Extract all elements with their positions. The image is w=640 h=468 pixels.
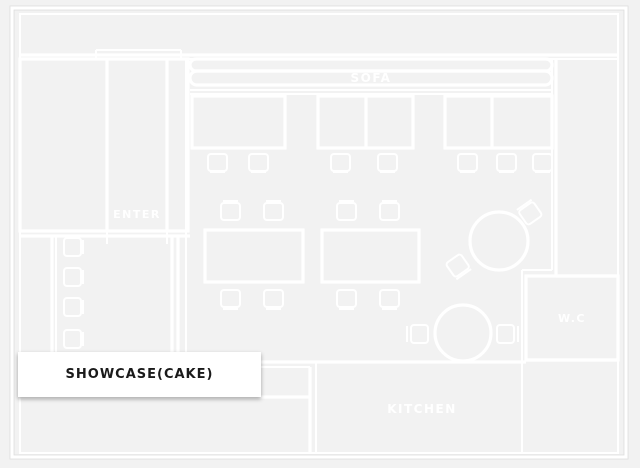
chair — [63, 267, 84, 287]
tables — [190, 94, 554, 363]
sofa-label: SOFA — [351, 71, 392, 85]
vestibule-center — [105, 57, 169, 233]
sofa-seat — [188, 69, 554, 87]
outer-wall — [10, 6, 628, 459]
inner-outer-wall — [19, 13, 619, 454]
chair — [379, 200, 400, 221]
chair — [220, 200, 241, 221]
kitchen-label: KITCHEN — [387, 402, 457, 416]
sofa-table — [364, 94, 415, 150]
dining-table — [320, 228, 421, 284]
enter-label: ENTER — [113, 208, 161, 221]
chair — [220, 289, 241, 310]
showcase-label: SHOWCASE(CAKE) — [65, 367, 214, 382]
chair — [377, 153, 398, 173]
chair — [263, 200, 284, 221]
sofa — [188, 57, 554, 95]
room-labels: SOFA ENTER W.C KITCHEN — [113, 71, 586, 416]
chair — [496, 153, 517, 173]
round-table — [433, 303, 493, 363]
walls — [9, 5, 629, 460]
chair — [63, 297, 84, 317]
wc-label: W.C — [558, 312, 586, 325]
sofa-table — [316, 94, 368, 150]
chair — [406, 324, 429, 344]
chair — [63, 329, 84, 349]
chair — [248, 153, 269, 173]
chair — [263, 289, 284, 310]
chair — [63, 237, 84, 257]
chair — [532, 153, 553, 173]
chair — [516, 198, 543, 226]
chair — [379, 289, 400, 310]
round-table — [468, 210, 530, 272]
chair — [330, 153, 351, 173]
chair — [457, 153, 478, 173]
chair — [445, 253, 472, 281]
showcase-label-box: SHOWCASE(CAKE) — [18, 352, 261, 397]
chair — [496, 324, 519, 344]
chair — [207, 153, 228, 173]
sofa-table — [443, 94, 494, 150]
vestibule-right — [165, 57, 190, 233]
chair — [336, 289, 357, 310]
sofa-table — [190, 94, 287, 150]
vestibule-left — [18, 57, 109, 233]
sofa-back — [188, 57, 554, 73]
chair — [336, 200, 357, 221]
dining-table — [203, 228, 305, 284]
chairs — [63, 153, 553, 349]
sofa-table — [490, 94, 554, 150]
